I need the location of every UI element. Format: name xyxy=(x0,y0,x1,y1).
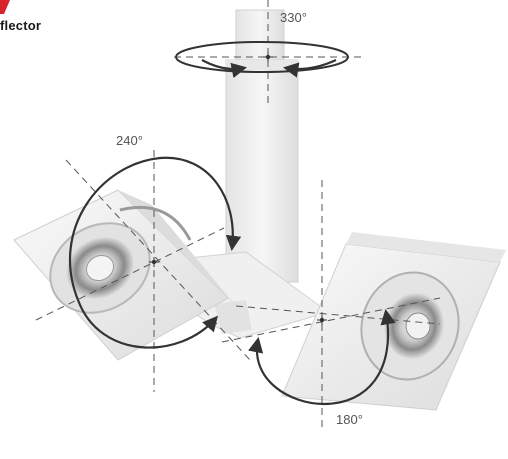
top-pivot-point xyxy=(263,52,273,62)
right-rotation-arc xyxy=(248,308,396,406)
left-head-rotation-label: 240° xyxy=(116,133,143,148)
left-spotlight-head xyxy=(13,189,236,361)
top-rotation-ellipse xyxy=(175,41,349,73)
rotation-arrows xyxy=(68,41,396,406)
brand-logo-mark xyxy=(0,0,10,14)
left-rotation-arc xyxy=(68,156,242,349)
right-head-rotation-label: 180° xyxy=(336,412,363,427)
top-rotation-label: 330° xyxy=(280,10,307,25)
left-pivot-point xyxy=(149,257,159,267)
left-diagonal-axis-2 xyxy=(35,227,225,321)
brand-name: flector xyxy=(0,18,42,33)
top-rotation-arrow-left xyxy=(201,59,248,78)
top-rotation-arrow-right xyxy=(282,59,337,78)
right-spotlight-head xyxy=(281,232,506,411)
fixture-stem xyxy=(225,9,299,283)
